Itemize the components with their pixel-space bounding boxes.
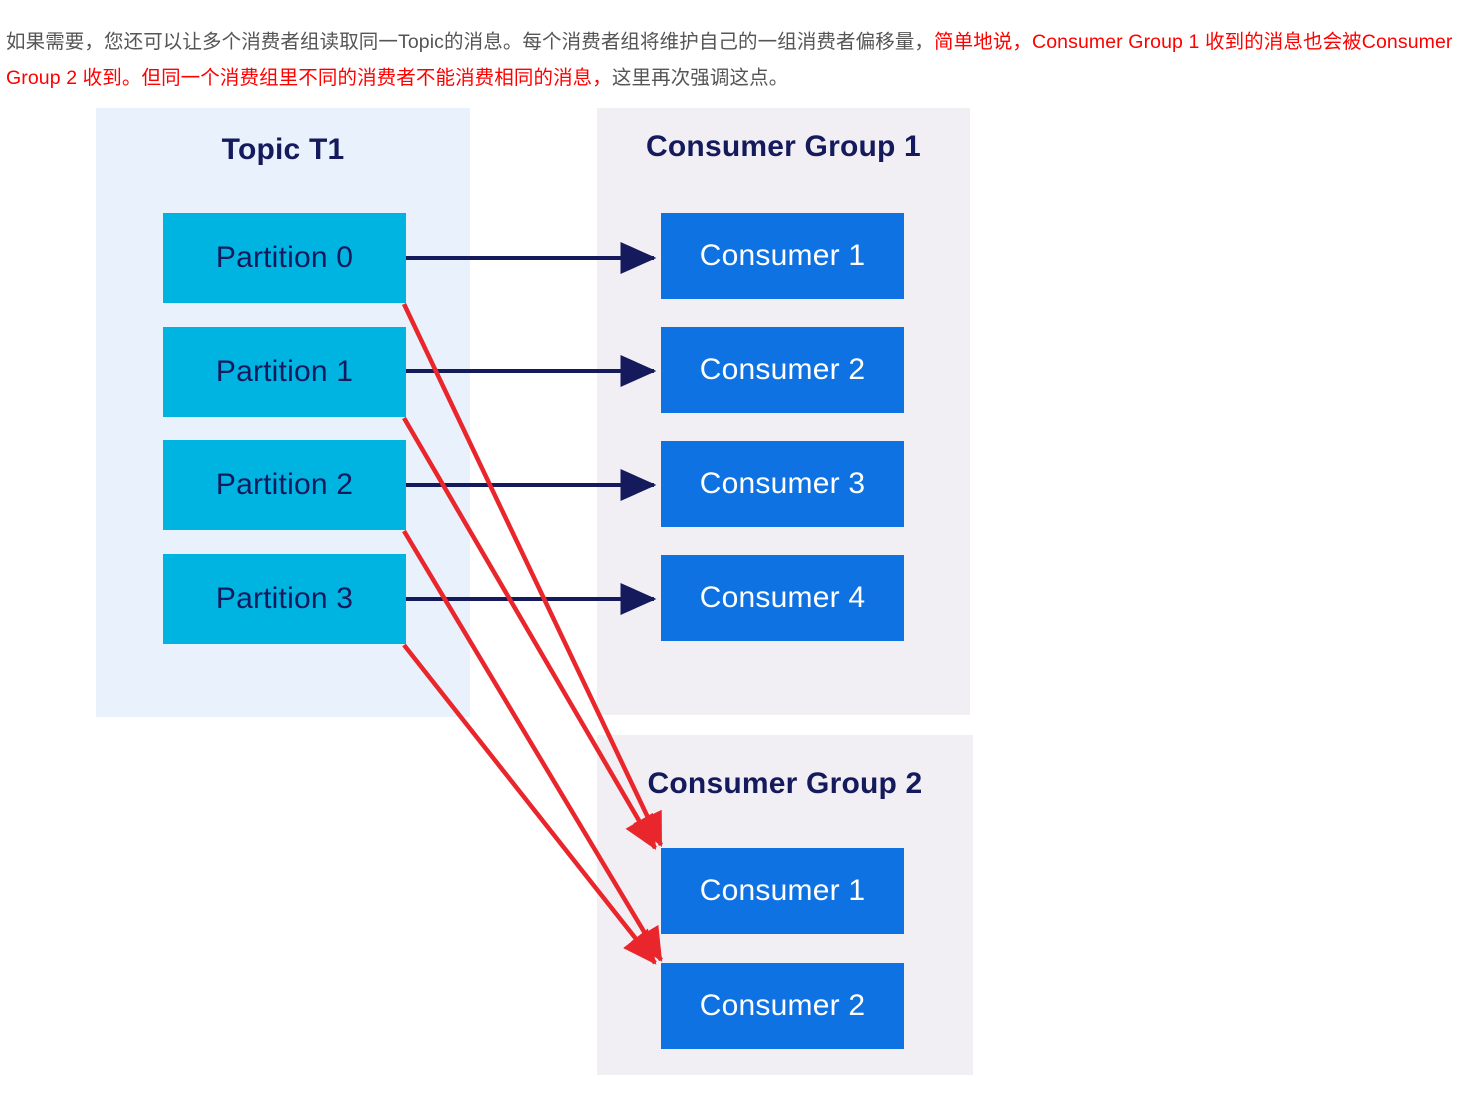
partition-box-0[interactable]: Partition 0 <box>163 213 406 303</box>
cg1-consumer-box-3[interactable]: Consumer 3 <box>661 441 904 527</box>
partition-box-3[interactable]: Partition 3 <box>163 554 406 644</box>
consumer-group-1-title: Consumer Group 1 <box>646 130 921 163</box>
paragraph-segment-plain-2: 这里再次强调这点。 <box>611 66 789 89</box>
consumer-group-2-title: Consumer Group 2 <box>647 767 923 800</box>
partition-box-1[interactable]: Partition 1 <box>163 327 406 417</box>
cg2-consumer-box-2[interactable]: Consumer 2 <box>661 963 904 1049</box>
kafka-consumer-group-diagram: Topic T1 Partition 0 Partition 1 Partiti… <box>0 88 1474 1118</box>
partition-box-2[interactable]: Partition 2 <box>163 440 406 530</box>
paragraph-segment-plain-1: 如果需要，您还可以让多个消费者组读取同一Topic的消息。每个消费者组将维护自己… <box>6 30 935 53</box>
cg1-consumer-box-4[interactable]: Consumer 4 <box>661 555 904 641</box>
cg2-consumer-box-1[interactable]: Consumer 1 <box>661 848 904 934</box>
paragraph-segment-highlight: 简单地说，Consumer Group 1 收到的消息也会被Consumer G… <box>6 30 1453 89</box>
intro-paragraph: 如果需要，您还可以让多个消费者组读取同一Topic的消息。每个消费者组将维护自己… <box>6 24 1468 96</box>
topic-panel-title: Topic T1 <box>221 133 345 166</box>
cg1-consumer-box-1[interactable]: Consumer 1 <box>661 213 904 299</box>
cg1-consumer-box-2[interactable]: Consumer 2 <box>661 327 904 413</box>
